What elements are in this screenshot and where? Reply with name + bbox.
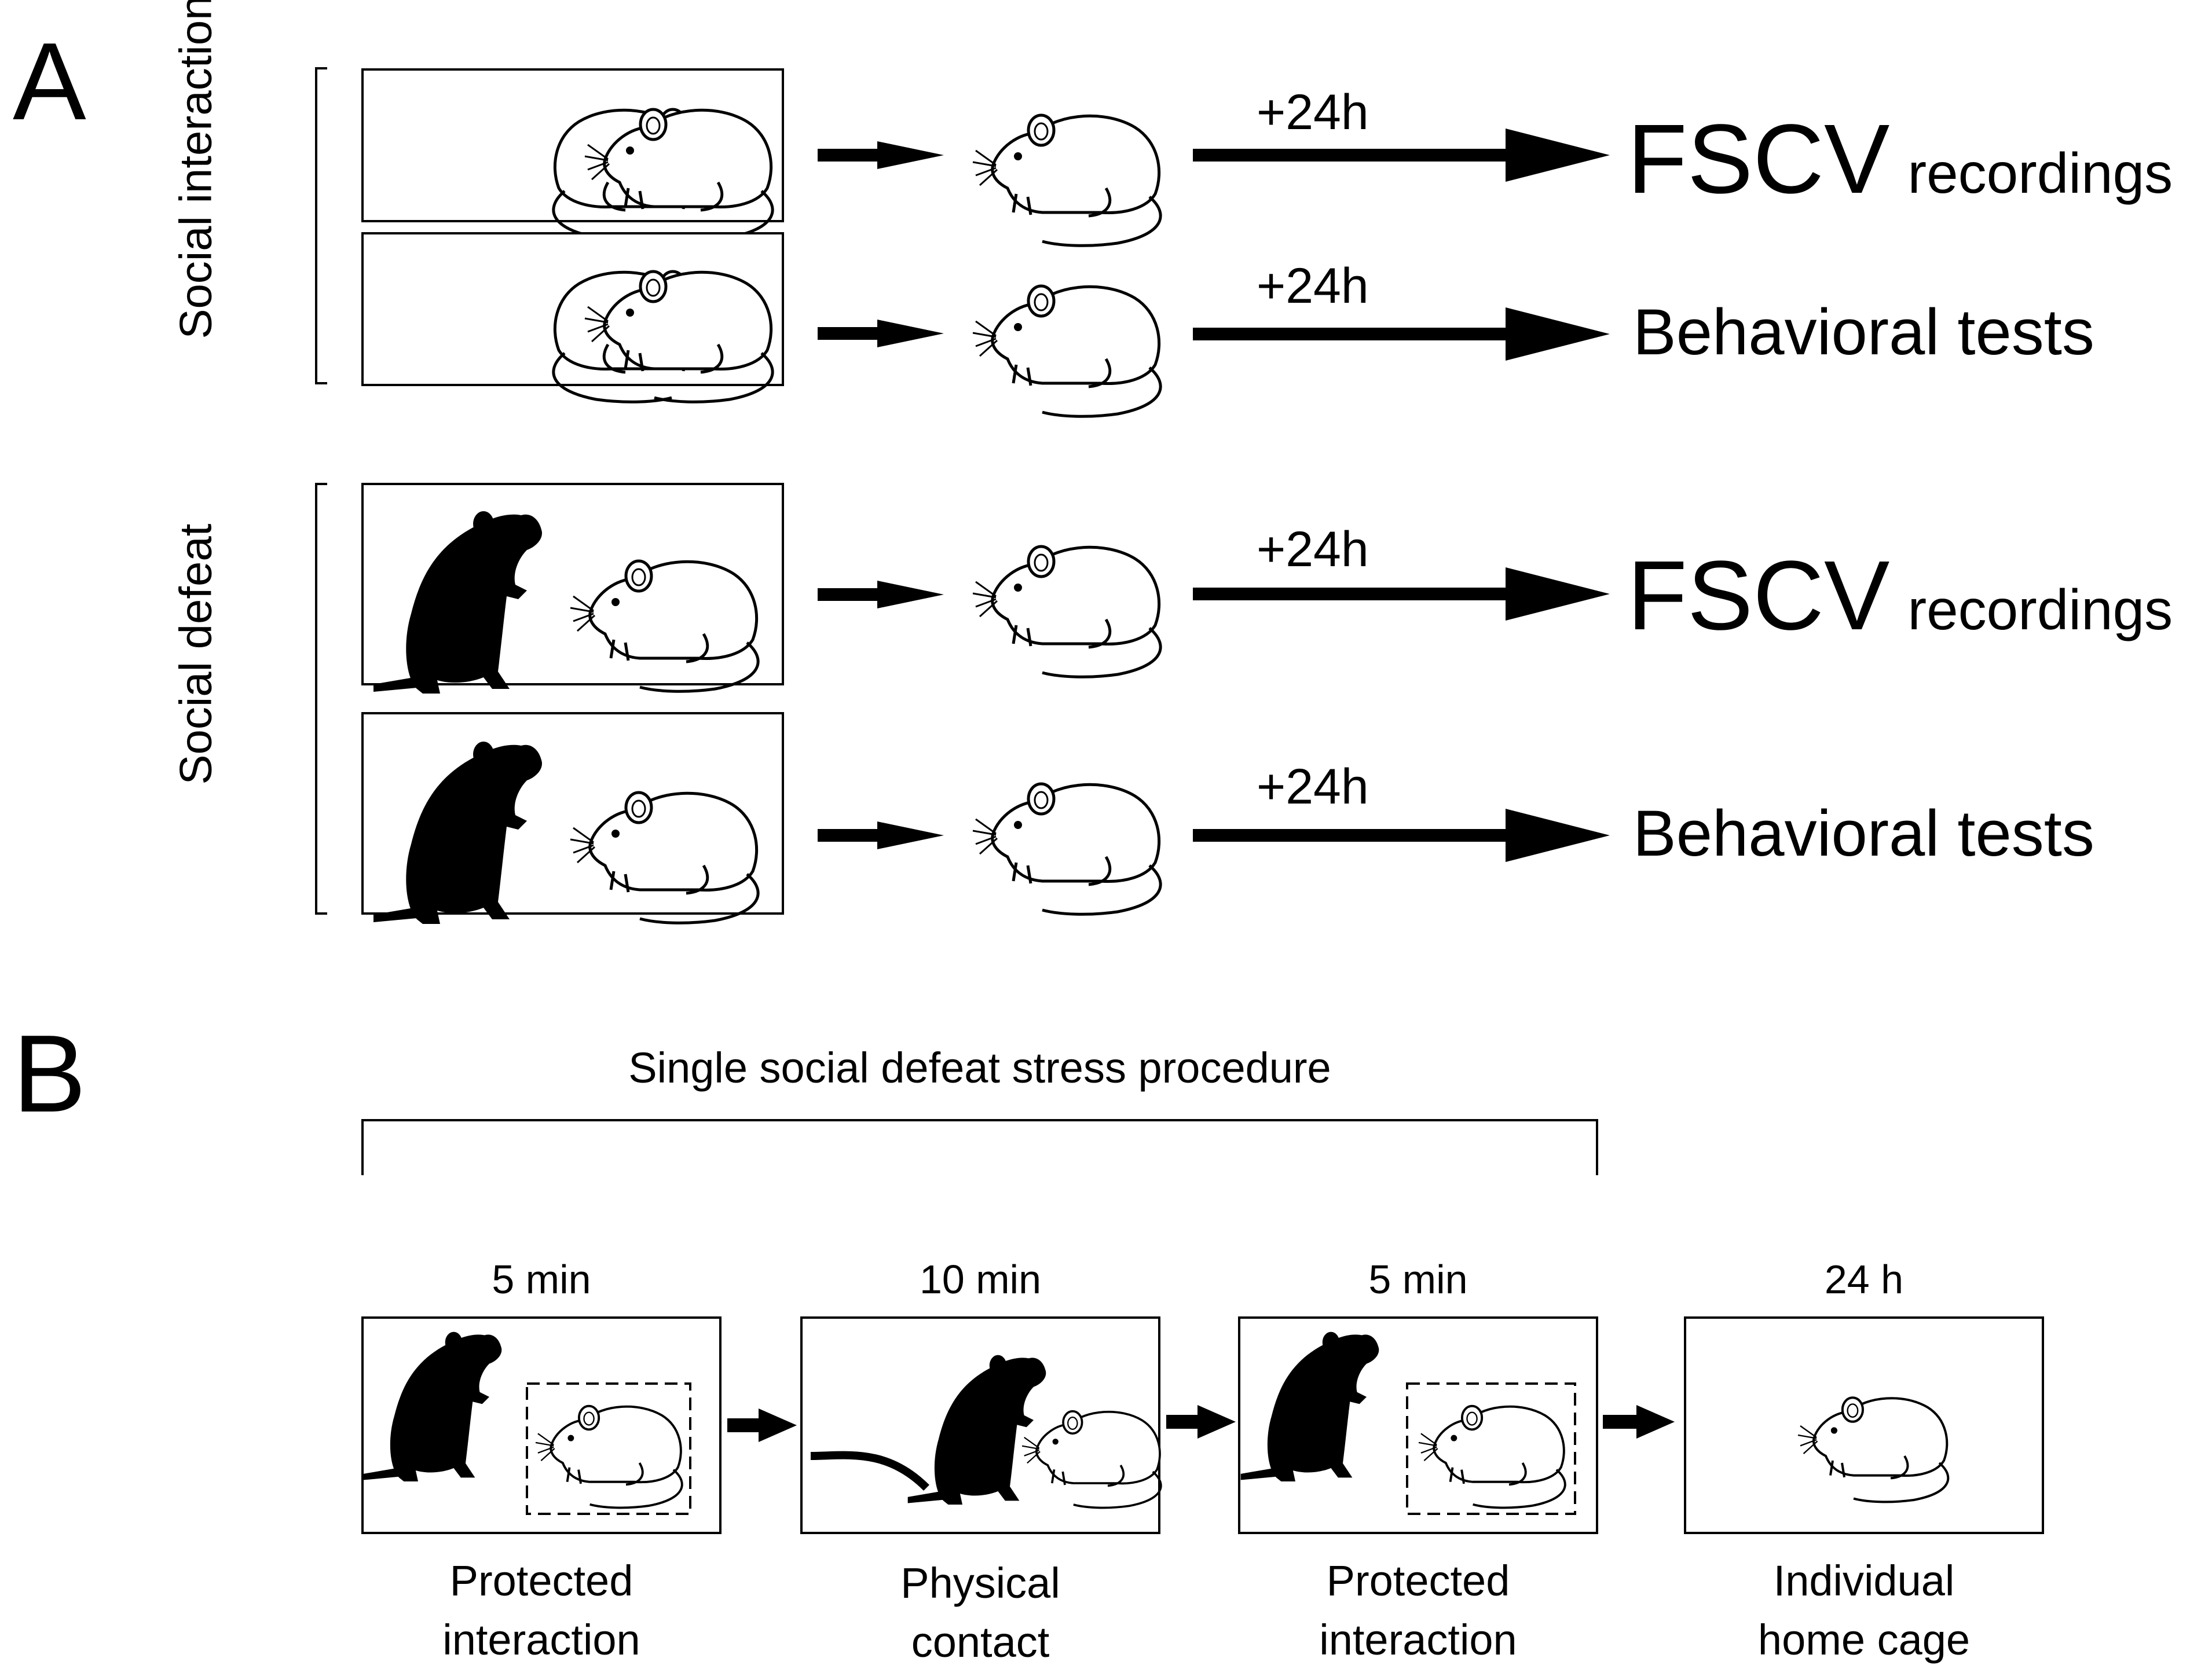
step-caption-line: Protected (449, 1557, 633, 1605)
protection-cage-2 (1406, 1382, 1576, 1515)
outcome-fscv: FSCV (1627, 104, 1890, 214)
step-caption-line: home cage (1757, 1616, 1971, 1664)
intruder-rat-icon (973, 286, 1160, 416)
arrow-right-icon (818, 581, 944, 608)
panel-label-a: A (13, 20, 86, 143)
group-label-social-interaction: Social interaction (170, 0, 221, 339)
resident-tail (810, 1451, 929, 1491)
protection-cage-1 (526, 1382, 691, 1515)
step-caption-line: interaction (1319, 1616, 1517, 1664)
step-caption-line: interaction (442, 1616, 640, 1664)
step-caption: Protected interaction (362, 1551, 720, 1670)
procedure-title: Single social defeat stress procedure (628, 1044, 1331, 1092)
intruder-rat-icon (973, 115, 1160, 245)
step-duration: 10 min (919, 1257, 1042, 1302)
arrow-right-icon (1166, 1405, 1236, 1439)
arrow-right-icon (1193, 567, 1610, 621)
arrow-right-icon (1193, 307, 1610, 361)
outcome-fscv: FSCV (1627, 541, 1890, 651)
delay-label: +24h (1257, 258, 1369, 314)
step-caption: Physical contact (801, 1554, 1159, 1672)
arrow-right-icon (1193, 809, 1610, 862)
outcome-behavioral-tests: Behavioral tests (1633, 797, 2094, 870)
step-duration: 5 min (492, 1257, 591, 1302)
delay-label: +24h (1257, 522, 1369, 577)
bracket-procedure (361, 1119, 1598, 1175)
step-caption: Individual home cage (1685, 1551, 2043, 1670)
panel-label-b: B (13, 1013, 86, 1135)
step-caption-line: Individual (1773, 1557, 1955, 1605)
step-caption-line: Physical (900, 1559, 1060, 1607)
group-label-social-defeat: Social defeat (170, 523, 221, 785)
arrow-right-icon (818, 821, 944, 849)
outcome-fscv-recordings: FSCV recordings (1627, 110, 2173, 208)
arrow-right-icon (818, 141, 944, 169)
bracket-social-defeat (315, 483, 327, 915)
outcome-behavioral-tests: Behavioral tests (1633, 296, 2094, 368)
arrow-right-icon (818, 320, 944, 347)
delay-label: +24h (1257, 759, 1369, 815)
step-duration: 5 min (1368, 1257, 1468, 1302)
delay-label: +24h (1257, 85, 1369, 140)
step-caption-line: contact (911, 1618, 1050, 1667)
step-duration: 24 h (1824, 1257, 1904, 1302)
intruder-rat-icon (973, 546, 1160, 677)
outcome-recordings: recordings (1907, 141, 2173, 205)
arrow-right-icon (727, 1408, 797, 1442)
arrow-right-icon (1193, 129, 1610, 182)
step-caption: Protected interaction (1239, 1551, 1597, 1670)
step-caption-line: Protected (1326, 1557, 1510, 1605)
outcome-recordings: recordings (1907, 578, 2173, 641)
outcome-fscv-recordings: FSCV recordings (1627, 546, 2173, 645)
bracket-social-interaction (315, 67, 327, 384)
intruder-rat-icon (973, 784, 1160, 914)
arrow-right-icon (1603, 1405, 1675, 1439)
